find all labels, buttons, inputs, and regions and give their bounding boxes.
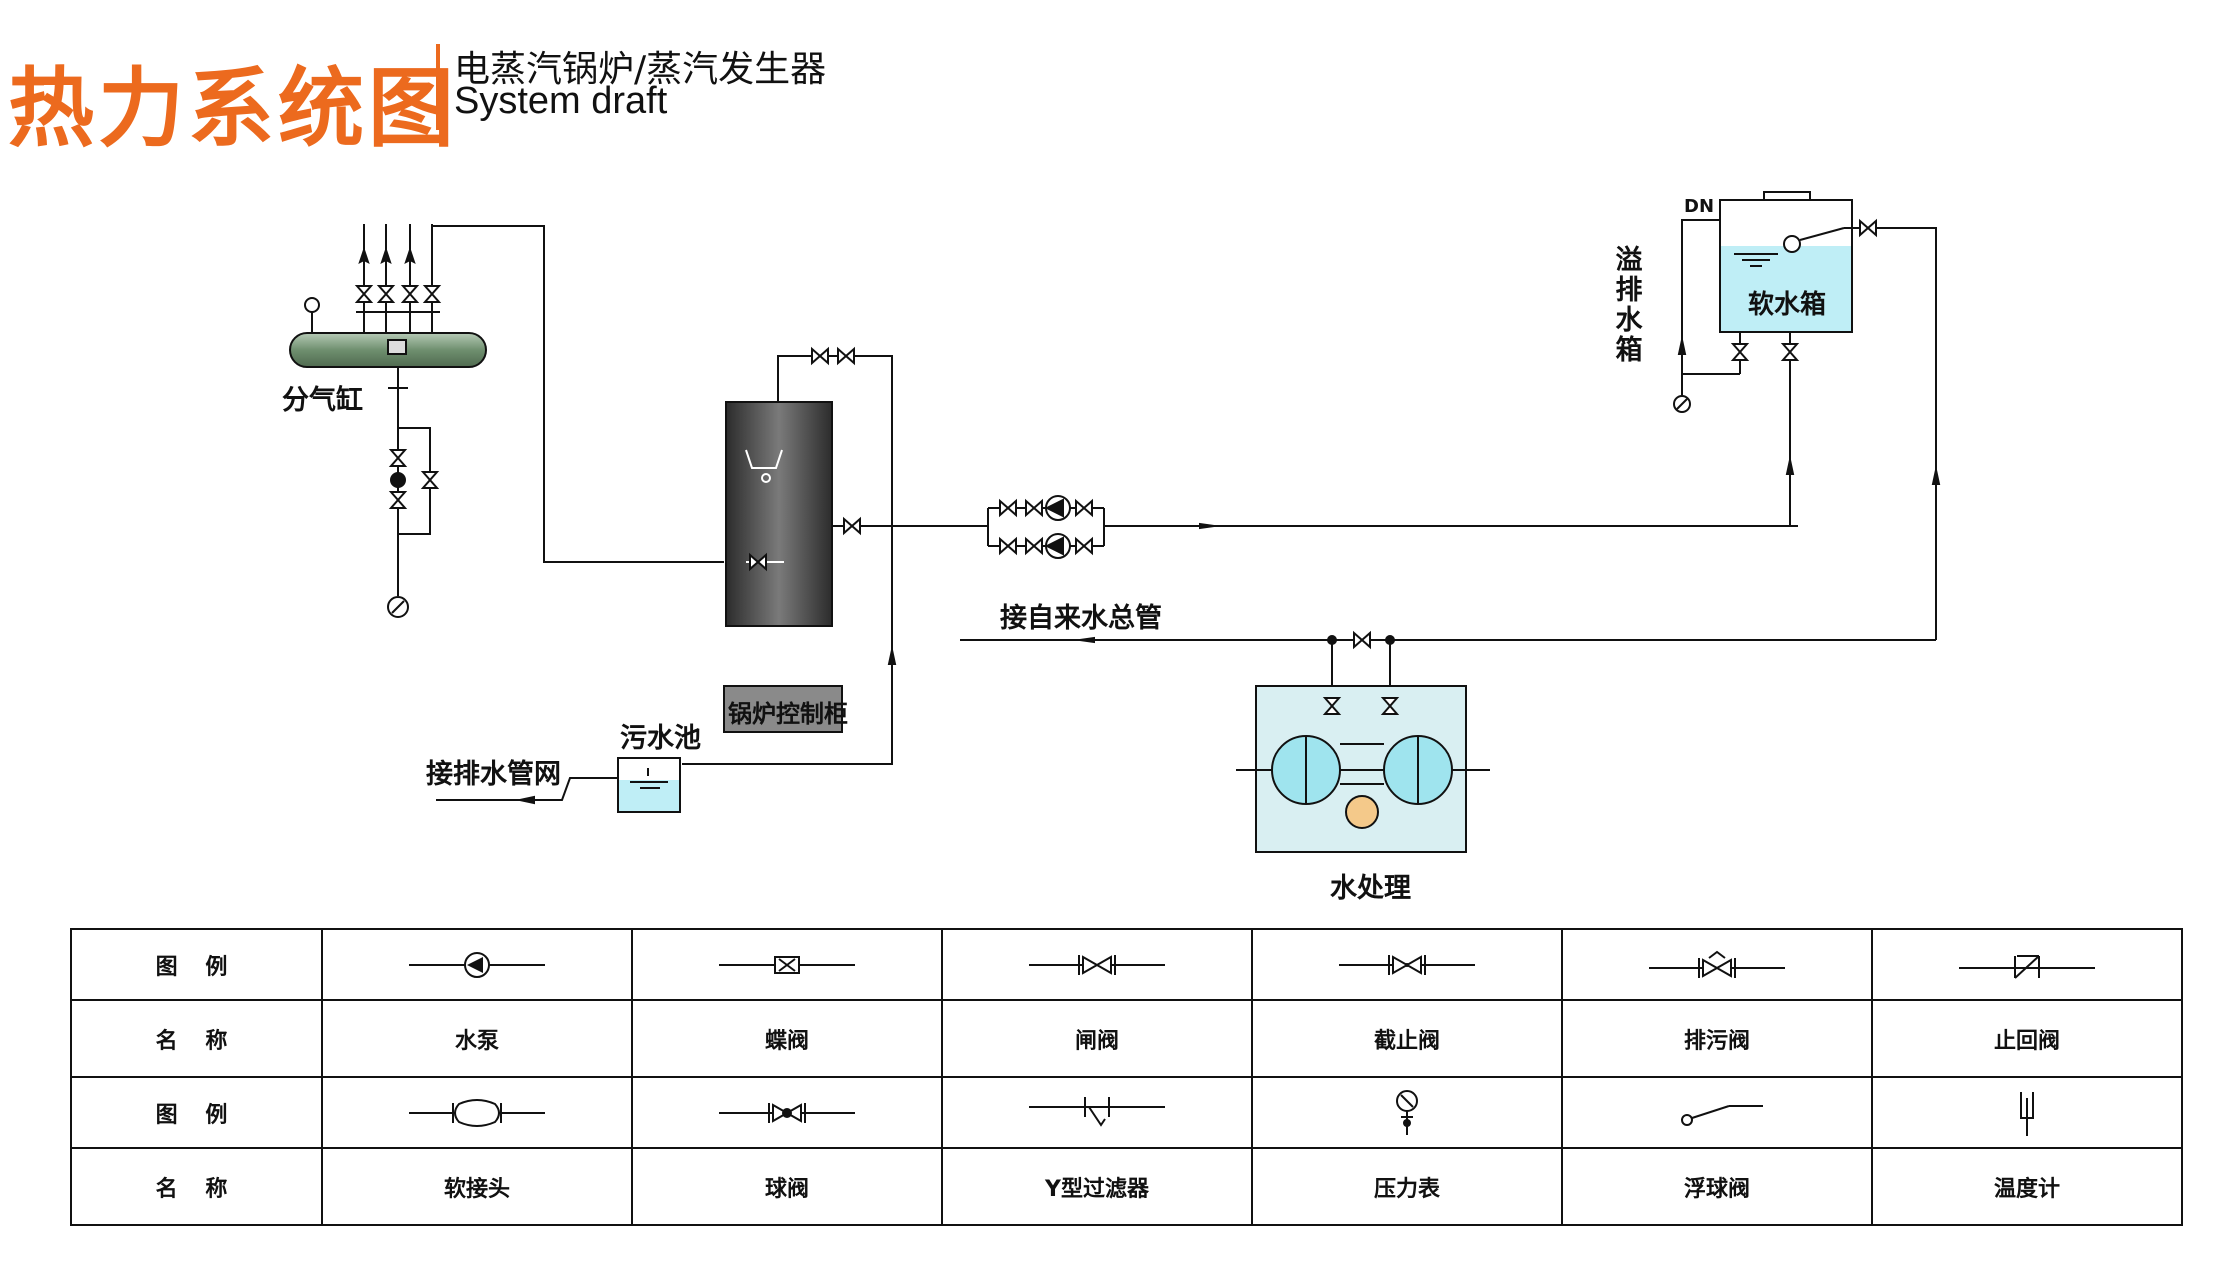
water-main-label: 接自来水总管	[1000, 603, 1162, 634]
legend-name-blowdown: 排污阀	[1561, 999, 1873, 1078]
blowdown-valve-symbol-icon	[1649, 950, 1785, 978]
legend-symbol-row-1: 图 例	[70, 928, 2183, 1001]
legend-name-check: 止回阀	[1871, 999, 2183, 1078]
legend-name-row-2: 名 称 软接头 球阀 Y型过滤器 压力表 浮球阀 温度计	[70, 1147, 2183, 1226]
header-drain	[387, 388, 438, 618]
control-cabinet-label: 锅炉控制柜	[728, 700, 848, 728]
feed-pump-group	[892, 495, 1798, 559]
pressure-gauge-icon	[304, 297, 320, 313]
legend-name-ball: 球阀	[631, 1147, 943, 1226]
legend-pump-symbol	[321, 928, 633, 1001]
title-divider	[436, 44, 440, 130]
legend-name-gate: 闸阀	[941, 999, 1253, 1078]
legend-name-globe: 截止阀	[1251, 999, 1563, 1078]
sewage-pool-label: 污水池	[620, 723, 701, 754]
page-subtitle-cn: 电蒸汽锅炉/蒸汽发生器	[454, 49, 827, 90]
legend-name-float: 浮球阀	[1561, 1147, 1873, 1226]
water-treatment-unit	[1236, 685, 1490, 853]
overflow-tank-label: 溢排水箱	[1615, 245, 1643, 366]
steam-header-tank	[289, 297, 487, 389]
flexible-joint-symbol-icon	[409, 1098, 545, 1127]
legend-name-flexjoint: 软接头	[321, 1147, 633, 1226]
legend-head-name: 名 称	[70, 999, 323, 1078]
legend-ball-symbol	[631, 1076, 943, 1149]
soft-water-tank-label: 软水箱	[1748, 290, 1827, 320]
legend-name-strainer: Y型过滤器	[941, 1147, 1253, 1226]
check-valve-symbol-icon	[1959, 954, 2095, 979]
legend-name-butterfly: 蝶阀	[631, 999, 943, 1078]
header-outlets	[356, 224, 724, 563]
y-strainer-symbol-icon	[1029, 1096, 1165, 1127]
legend-name-gauge: 压力表	[1251, 1147, 1563, 1226]
thermometer-symbol-icon	[2020, 1091, 2034, 1136]
legend-strainer-symbol	[941, 1076, 1253, 1149]
sewage-drain	[436, 626, 897, 813]
soft-water-tank	[1673, 191, 1941, 640]
legend-float-symbol	[1561, 1076, 1873, 1149]
legend-symbol-row-2: 图 例	[70, 1076, 2183, 1149]
butterfly-valve-symbol-icon	[719, 955, 855, 974]
legend-name-thermometer: 温度计	[1871, 1147, 2183, 1226]
pump-symbol-icon	[409, 951, 545, 978]
legend-butterfly-symbol	[631, 928, 943, 1001]
legend-gauge-symbol	[1251, 1076, 1563, 1149]
legend-gate-symbol	[941, 928, 1253, 1001]
legend-flexjoint-symbol	[321, 1076, 633, 1149]
control-cabinet-box	[723, 685, 843, 733]
pressure-gauge-symbol-icon	[1396, 1089, 1418, 1135]
drain-network-label: 接排水管网	[426, 759, 561, 790]
system-diagram	[289, 191, 1941, 853]
legend-name-row-1: 名 称 水泵 蝶阀 闸阀 截止阀 排污阀 止回阀	[70, 999, 2183, 1078]
legend-head-name-2: 名 称	[70, 1147, 323, 1226]
dn-label: DN	[1684, 196, 1715, 217]
legend-head-symbol: 图 例	[70, 928, 323, 1001]
page-subtitle-en: System draft	[454, 80, 668, 122]
header-tank-label: 分气缸	[282, 385, 363, 416]
legend-blowdown-symbol	[1561, 928, 1873, 1001]
legend-check-symbol	[1871, 928, 2183, 1001]
legend-table: 图 例 名 称 水泵 蝶阀 闸阀 截止阀 排污阀 止回阀 图 例	[70, 928, 2183, 1226]
ball-valve-symbol-icon	[719, 1102, 855, 1123]
legend-globe-symbol	[1251, 928, 1563, 1001]
electric-steam-boiler	[725, 348, 893, 627]
page-title: 热力系统图	[8, 59, 458, 159]
legend-head-symbol-2: 图 例	[70, 1076, 323, 1149]
legend-thermometer-symbol	[1871, 1076, 2183, 1149]
gate-valve-symbol-icon	[1029, 954, 1165, 975]
globe-valve-symbol-icon	[1339, 954, 1475, 975]
float-valve-symbol-icon	[1681, 1104, 1763, 1126]
water-treatment-label: 水处理	[1330, 873, 1411, 904]
legend-name-pump: 水泵	[321, 999, 633, 1078]
